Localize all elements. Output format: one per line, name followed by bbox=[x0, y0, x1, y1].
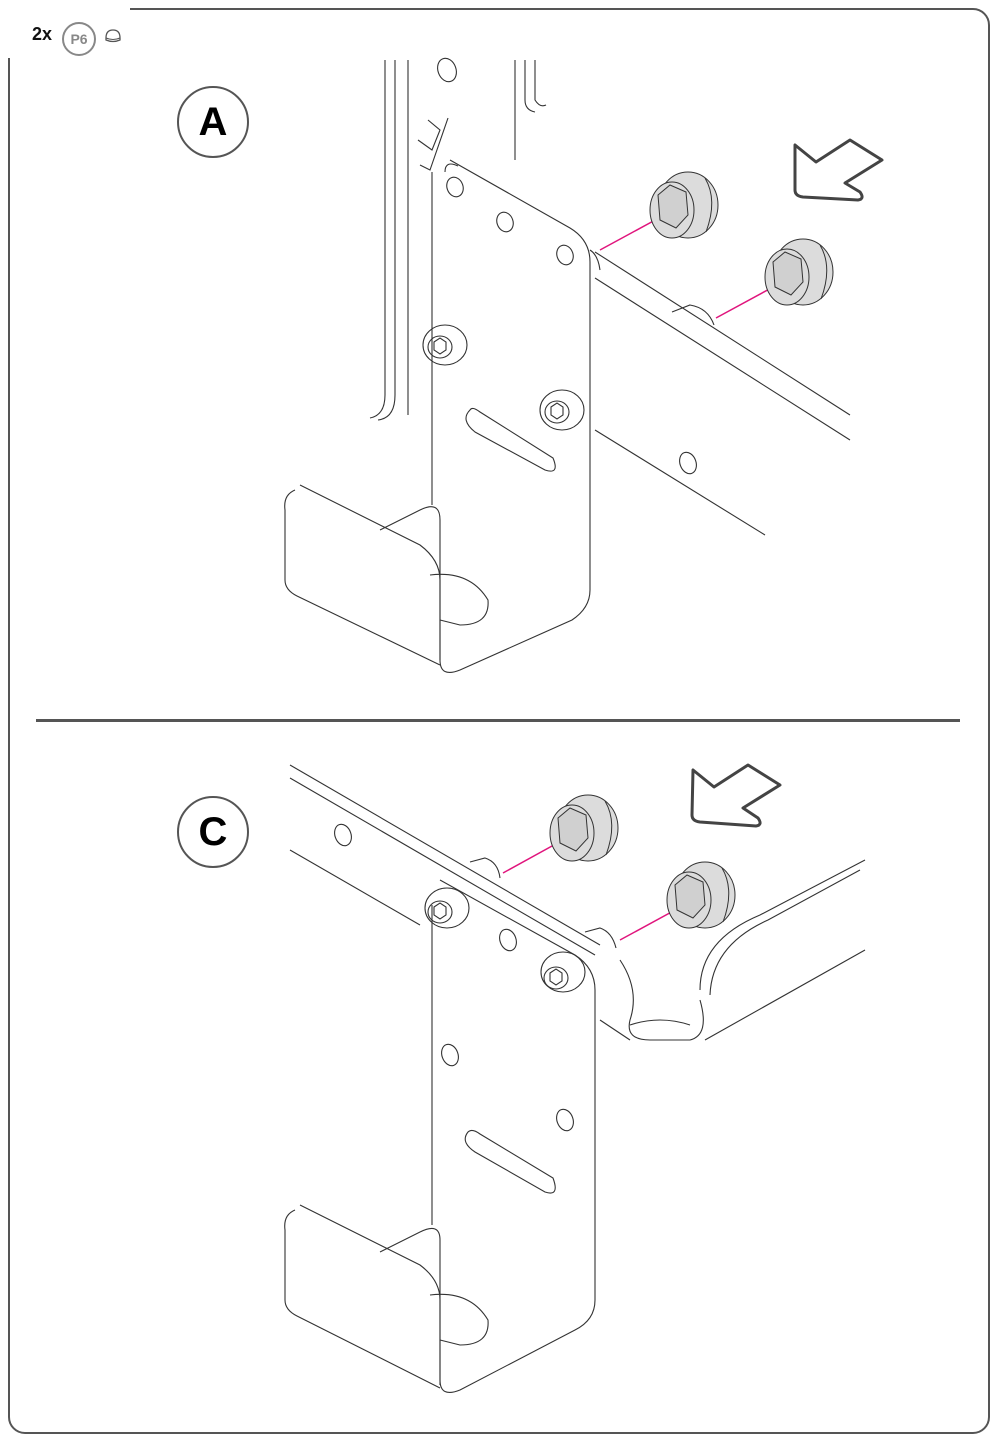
cap-nut-c1 bbox=[549, 794, 619, 862]
direction-arrow-a bbox=[793, 138, 884, 202]
step-label-a: A bbox=[177, 86, 249, 158]
page-frame bbox=[8, 8, 990, 1434]
step-a-illustration bbox=[284, 57, 884, 673]
direction-arrow-c bbox=[690, 763, 782, 828]
parts-header: 2x P6 bbox=[0, 0, 130, 58]
cap-nut-a1 bbox=[649, 171, 719, 239]
step-divider bbox=[36, 719, 960, 722]
cap-nut-icon bbox=[105, 29, 121, 43]
cap-nut-c2 bbox=[666, 861, 736, 929]
part-id-badge: P6 bbox=[62, 22, 96, 56]
quantity-label: 2x bbox=[32, 24, 53, 44]
step-label-c: C bbox=[177, 796, 249, 868]
cap-nut-a2 bbox=[764, 238, 834, 306]
